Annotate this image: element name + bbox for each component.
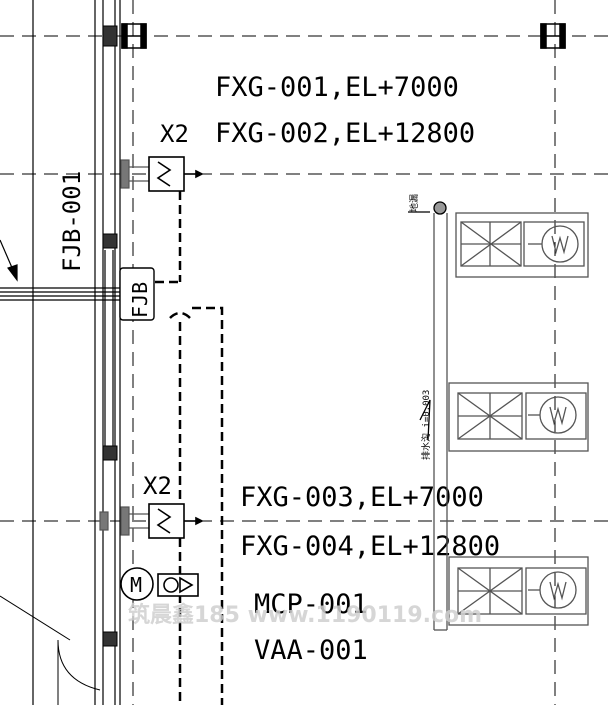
drain-channel <box>408 201 448 631</box>
slope-label: 排水沟 i=0.003 <box>420 390 432 460</box>
fan-unit-1 <box>455 212 589 278</box>
pit-label: 地漏 <box>408 194 420 212</box>
fxg-002-label: FXG-002,EL+12800 <box>215 118 475 149</box>
junction-box-fjb <box>119 267 155 321</box>
wall-lines <box>32 0 121 705</box>
wall-columns <box>102 25 118 647</box>
x2-top-label: X2 <box>160 120 189 148</box>
watermark-text: 筑晨鑫185 www.1190119.com <box>128 602 482 628</box>
fjb-box-label: FJB <box>128 282 152 318</box>
motor-symbol <box>120 567 154 601</box>
mcp-001-label: MCP-001 <box>254 589 368 620</box>
detector-bracket-top <box>120 159 149 189</box>
fxg-003-label: FXG-003,EL+7000 <box>240 482 484 513</box>
detector-bracket-bottom <box>99 506 149 536</box>
gas-detector-bottom <box>148 503 204 539</box>
fxg-001-label: FXG-001,EL+7000 <box>215 72 459 103</box>
x2-bottom-label: X2 <box>143 472 172 500</box>
door-swing <box>0 595 101 705</box>
fjb-001-label: FJB-001 <box>58 171 86 272</box>
fan-unit-3 <box>448 556 589 626</box>
column-marker-top-left <box>121 23 147 49</box>
vaa-001-label: VAA-001 <box>254 635 368 666</box>
gas-detector-top <box>148 156 204 192</box>
column-marker-top-right <box>540 23 566 49</box>
trunk-cable <box>0 287 120 301</box>
valve-symbol <box>157 573 199 597</box>
motor-label: M <box>130 573 142 597</box>
fjb-leader-arrow <box>0 239 18 282</box>
fan-unit-2 <box>448 382 589 452</box>
signal-cables <box>155 191 224 705</box>
